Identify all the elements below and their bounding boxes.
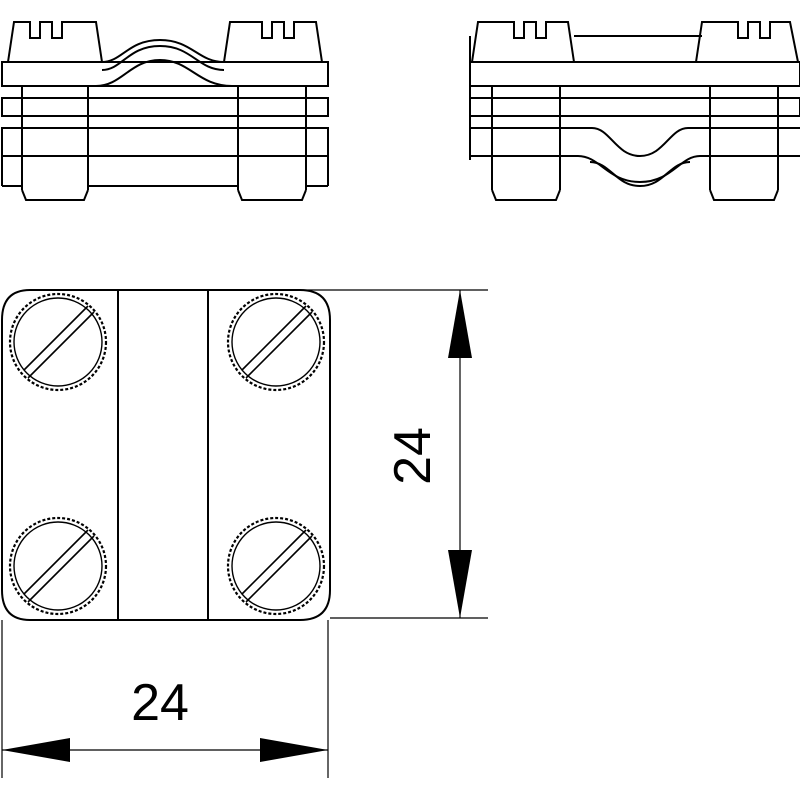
- plan-outline: [1, 289, 331, 621]
- side-view: [469, 21, 800, 201]
- front-lower-plate: [1, 127, 329, 157]
- side-middle-plate: [469, 97, 800, 117]
- side-left-nut: [471, 21, 575, 63]
- dimension-height: 24: [300, 289, 488, 619]
- side-top-plate: [469, 61, 800, 87]
- arrow-left-icon: [2, 738, 70, 762]
- front-left-nut: [6, 21, 104, 63]
- screw-head-top-right-icon: [226, 292, 326, 392]
- screw-head-top-left-icon: [8, 292, 108, 392]
- front-view: [1, 21, 329, 201]
- arrow-up-icon: [448, 290, 472, 358]
- side-lower-plate: [470, 127, 800, 158]
- front-upper-plate-wave: [101, 38, 225, 63]
- screw-head-bottom-left-icon: [8, 516, 108, 616]
- dimension-width: 24: [1, 620, 329, 778]
- front-right-nut: [222, 21, 324, 63]
- arrow-down-icon: [448, 550, 472, 618]
- front-top-plate: [1, 61, 329, 87]
- front-middle-plate: [1, 97, 329, 117]
- side-right-nut: [695, 21, 799, 63]
- height-dimension-label: 24: [384, 427, 442, 485]
- top-view: [1, 289, 331, 621]
- width-dimension-label: 24: [131, 674, 189, 732]
- screw-head-bottom-right-icon: [226, 516, 326, 616]
- arrow-right-icon: [260, 738, 328, 762]
